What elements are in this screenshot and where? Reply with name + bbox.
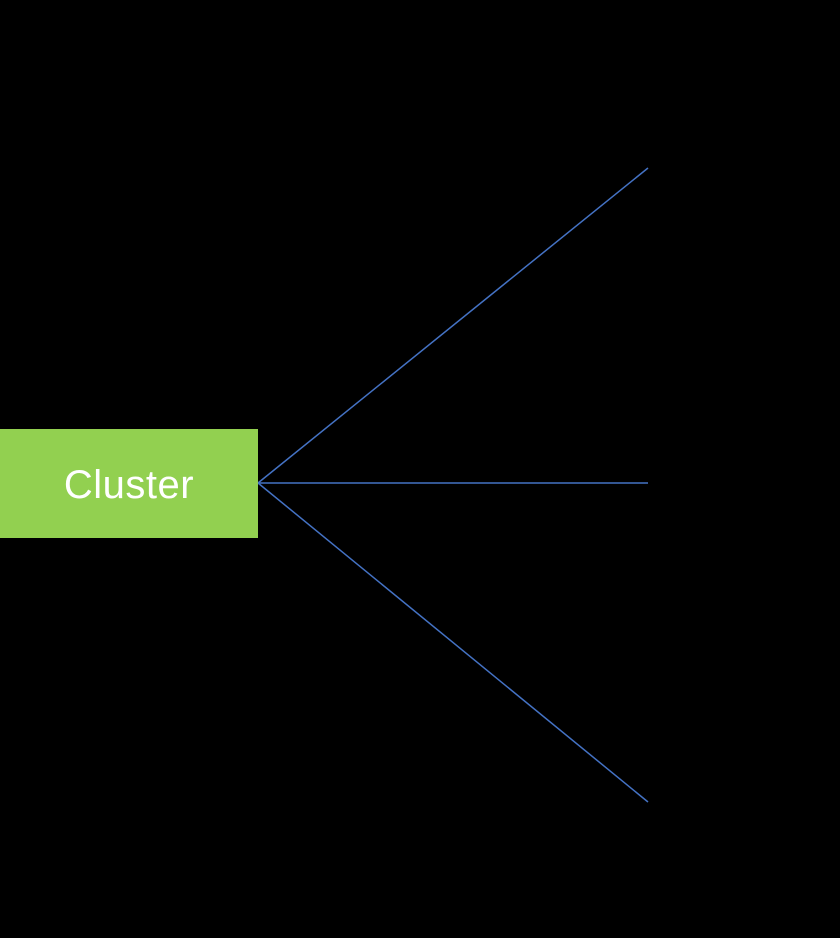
- connector-line-bottom: [257, 482, 649, 803]
- cluster-node[interactable]: [0, 429, 258, 538]
- connector-line-top: [257, 167, 649, 484]
- cluster-node-label: Cluster: [64, 463, 194, 507]
